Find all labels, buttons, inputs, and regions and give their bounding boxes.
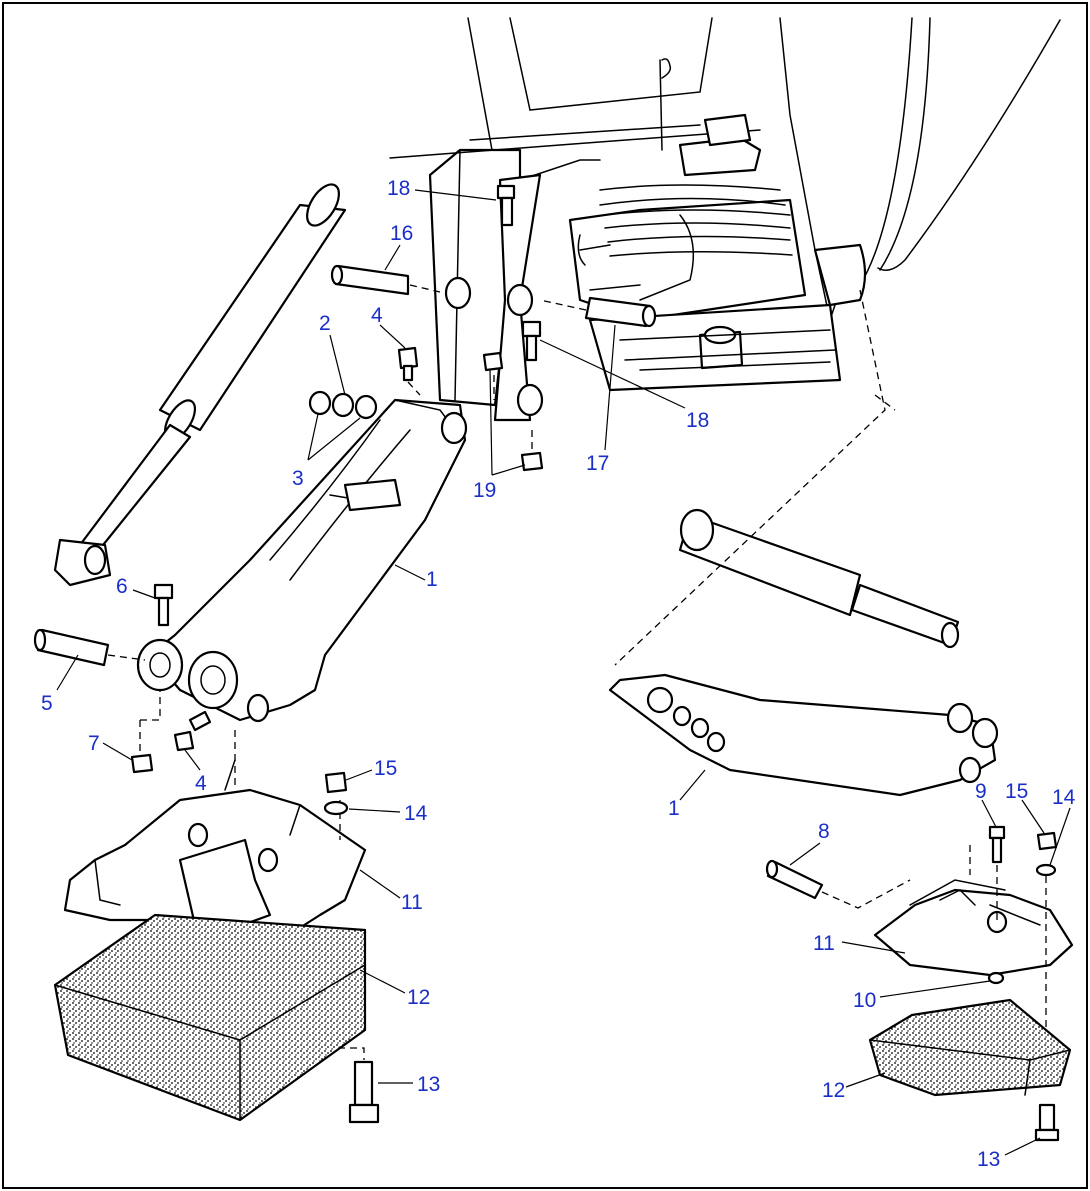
bolt-13-left: [338, 1047, 380, 1124]
callout-labels: 18 16 2 4 3 18 17 19 1 6 5 7 4 15 14 11 …: [41, 177, 1076, 1171]
swing-cylinder-left: [53, 183, 347, 587]
bolt-4-bottom: [173, 710, 212, 752]
swing-arm-right: [608, 673, 999, 797]
callout-10: 10: [853, 989, 876, 1012]
callout-6: 6: [116, 575, 128, 598]
callout-7: 7: [88, 732, 100, 755]
bolt-13-right: [1034, 1103, 1060, 1142]
callout-3: 3: [292, 467, 304, 490]
callout-1: 1: [668, 797, 680, 820]
mount-bracket-right: [873, 879, 1074, 985]
guide-line-right: [614, 289, 896, 666]
callout-12: 12: [407, 986, 430, 1009]
nut-washer-right: [1035, 831, 1058, 1045]
swing-arm-left: [136, 398, 468, 723]
bolt-18-right: [521, 320, 542, 362]
pin-8: [765, 859, 911, 909]
callout-13: 13: [417, 1073, 440, 1096]
callout-11: 11: [813, 932, 835, 955]
callout-11: 11: [401, 891, 423, 914]
bushings-2-3: [308, 390, 378, 420]
nut-washer-left: [323, 771, 349, 816]
callout-14: 14: [1052, 786, 1076, 809]
callout-18: 18: [686, 409, 709, 432]
rubber-pad-left: [53, 913, 367, 1122]
callout-16: 16: [390, 222, 413, 245]
callout-4: 4: [195, 772, 207, 795]
bolt-6: [153, 583, 174, 627]
callout-2: 2: [319, 312, 331, 335]
callout-12: 12: [822, 1079, 845, 1102]
callout-18: 18: [387, 177, 410, 200]
rubber-pad-right: [868, 998, 1072, 1097]
nuts-19: [482, 351, 544, 472]
mount-bracket-left: [63, 730, 367, 967]
callout-17: 17: [586, 452, 609, 475]
swing-cylinder-right: [678, 508, 960, 649]
callout-14: 14: [404, 802, 428, 825]
callout-8: 8: [818, 820, 830, 843]
pin-16: [330, 264, 441, 296]
callout-9: 9: [975, 780, 987, 803]
bolt-9: [969, 825, 1006, 920]
pin-17: [539, 296, 657, 328]
bolt-18-top: [496, 184, 516, 227]
callout-15: 15: [374, 757, 397, 780]
callout-4: 4: [371, 304, 383, 327]
callout-13: 13: [977, 1148, 1000, 1171]
callout-1: 1: [426, 568, 438, 591]
callout-19: 19: [473, 479, 496, 502]
nut-7: [130, 690, 161, 774]
callout-15: 15: [1005, 780, 1028, 803]
callout-5: 5: [41, 692, 53, 715]
leader-lines: [56, 189, 1071, 1156]
machine-frame: [389, 17, 1061, 422]
bolt-4-top: [397, 346, 421, 396]
pin-5: [33, 628, 146, 667]
